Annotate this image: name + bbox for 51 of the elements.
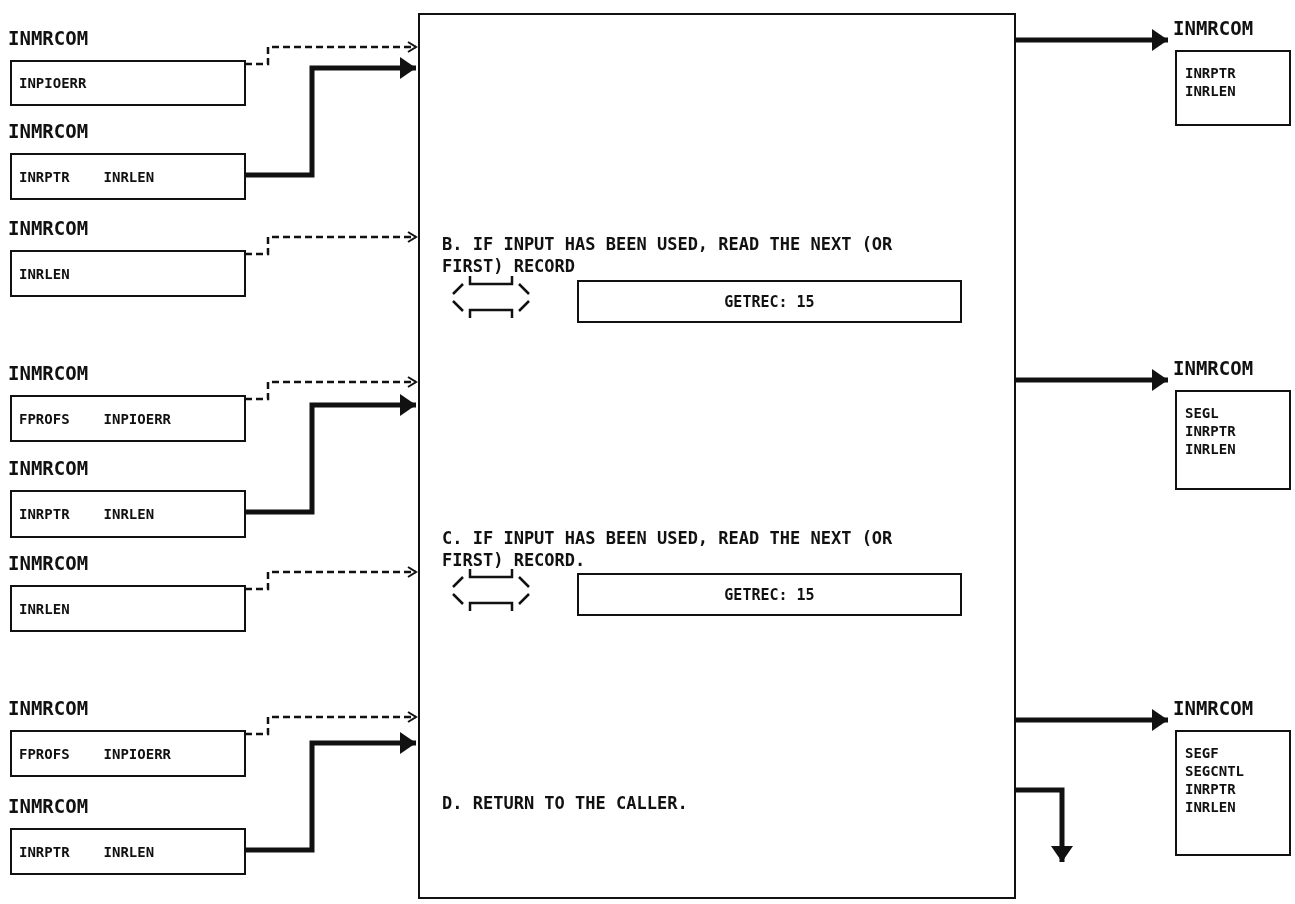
module-box: GETREC: 15 xyxy=(577,280,962,323)
field-name: SEGF xyxy=(1185,744,1220,762)
data-area-heading: INMRCOM xyxy=(8,696,89,720)
field-name: FPROFS xyxy=(19,744,70,763)
data-area-heading: INMRCOM xyxy=(8,794,89,818)
data-area-heading: INMRCOM xyxy=(8,361,89,385)
field-name: INRPTR xyxy=(1185,780,1237,798)
field-name: SEGCNTL xyxy=(1185,762,1245,780)
data-flow-arrow xyxy=(1016,787,1073,862)
field-name: INPIOERR xyxy=(19,74,87,92)
data-area-heading: INMRCOM xyxy=(8,119,89,143)
field-name: INRLEN xyxy=(1185,798,1237,816)
field-name: INRLEN xyxy=(19,264,70,283)
arrow xyxy=(245,41,417,66)
data-flow-arrow xyxy=(245,394,416,515)
field-name: SEGL xyxy=(1185,404,1220,422)
field-name: INRLEN xyxy=(103,842,155,861)
field-name: INRPTR xyxy=(19,505,70,523)
arrow xyxy=(245,711,417,736)
data-flow-arrow xyxy=(1016,369,1168,391)
field-name: INRLEN xyxy=(103,167,155,186)
data-flow-arrow xyxy=(245,732,416,853)
field-name: INPIOERR xyxy=(103,409,171,428)
data-area-heading: INMRCOM xyxy=(8,216,89,240)
data-area-heading: INMRCOM xyxy=(1173,16,1254,40)
field-name: INRPTR xyxy=(1185,64,1237,82)
module-box: GETREC: 15 xyxy=(577,573,962,616)
data-flow-arrow xyxy=(1016,29,1168,51)
data-area-heading: INMRCOM xyxy=(8,551,89,575)
field-name: FPROFS xyxy=(19,409,70,428)
field-name: INRLEN xyxy=(19,599,70,618)
arrow xyxy=(245,376,417,401)
field-name: INRLEN xyxy=(1185,82,1237,100)
field-name: INRPTR xyxy=(19,167,70,186)
step-text: B. IF INPUT HAS BEEN USED, READ THE NEXT (OR FIRST) RECORD xyxy=(442,233,894,277)
data-area-heading: INMRCOM xyxy=(8,456,89,480)
field-name: INRPTR xyxy=(19,842,70,861)
data-area-heading: INMRCOM xyxy=(1173,696,1254,720)
data-flow-arrow xyxy=(1016,709,1168,731)
field-name: INRLEN xyxy=(1185,440,1237,458)
field-name: INRPTR xyxy=(1185,422,1237,440)
data-area-heading: INMRCOM xyxy=(8,26,89,50)
arrow xyxy=(245,566,417,591)
field-name: INPIOERR xyxy=(103,744,171,763)
data-flow-arrow xyxy=(245,57,416,178)
step-text: C. IF INPUT HAS BEEN USED, READ THE NEXT (OR FIRST) RECORD. xyxy=(442,527,894,571)
field-name: INRLEN xyxy=(103,505,155,523)
process-box xyxy=(418,13,1016,899)
step-text: D. RETURN TO THE CALLER. xyxy=(442,792,689,814)
arrow xyxy=(245,231,417,256)
data-area-heading: INMRCOM xyxy=(1173,356,1254,380)
